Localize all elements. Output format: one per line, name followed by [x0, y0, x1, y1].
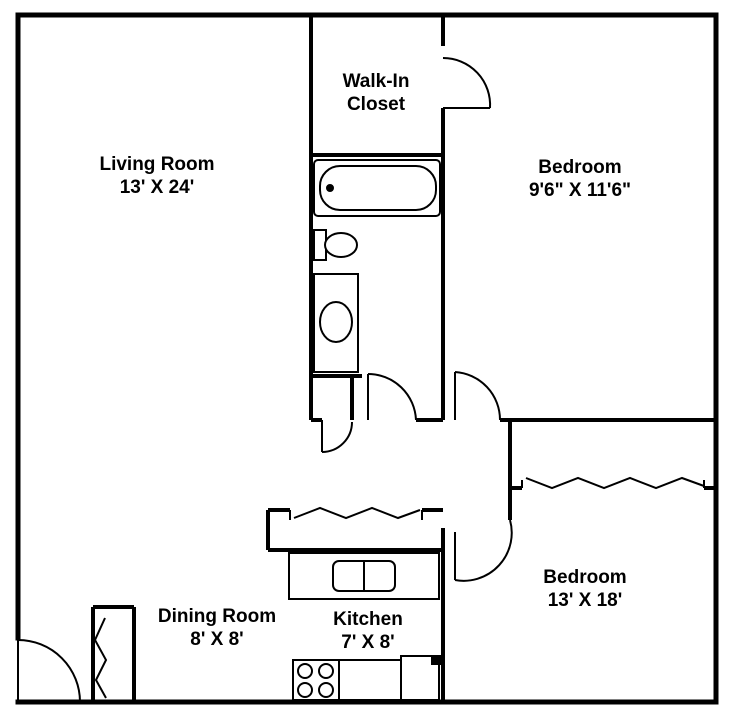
bedroom-1-label: Bedroom 9'6" X 11'6": [529, 156, 631, 202]
sink-icon: [313, 273, 359, 373]
kitchen-label: Kitchen 7' X 8': [333, 608, 403, 654]
dining-room-name: Dining Room: [157, 606, 277, 627]
walk-in-closet-line1: Walk-In: [342, 71, 410, 92]
walk-in-closet-label: Walk-In Closet: [343, 70, 410, 116]
toilet-icon: [313, 229, 358, 261]
bedroom-1-name: Bedroom: [538, 157, 622, 178]
dining-room-label: Dining Room 8' X 8': [158, 605, 276, 651]
living-room-label: Living Room 13' X 24': [99, 153, 214, 199]
bedroom-2-size: 13' X 18': [547, 590, 623, 611]
dining-room-size: 8' X 8': [190, 629, 244, 650]
kitchen-sink-icon: [288, 552, 440, 600]
walk-in-closet-line2: Closet: [346, 94, 406, 115]
bifold-door-icon: [93, 476, 705, 699]
door-swing-icon: [17, 56, 513, 703]
living-room-size: 13' X 24': [119, 177, 195, 198]
bathtub-icon: [313, 159, 441, 217]
stove-icon: [292, 655, 443, 701]
bedroom-1-size: 9'6" X 11'6": [528, 180, 632, 201]
kitchen-size: 7' X 8': [341, 632, 395, 653]
bedroom-2-name: Bedroom: [543, 567, 627, 588]
kitchen-name: Kitchen: [333, 609, 403, 630]
living-room-name: Living Room: [99, 154, 215, 175]
bedroom-2-label: Bedroom 13' X 18': [543, 566, 626, 612]
interior-walls: [91, 15, 716, 702]
